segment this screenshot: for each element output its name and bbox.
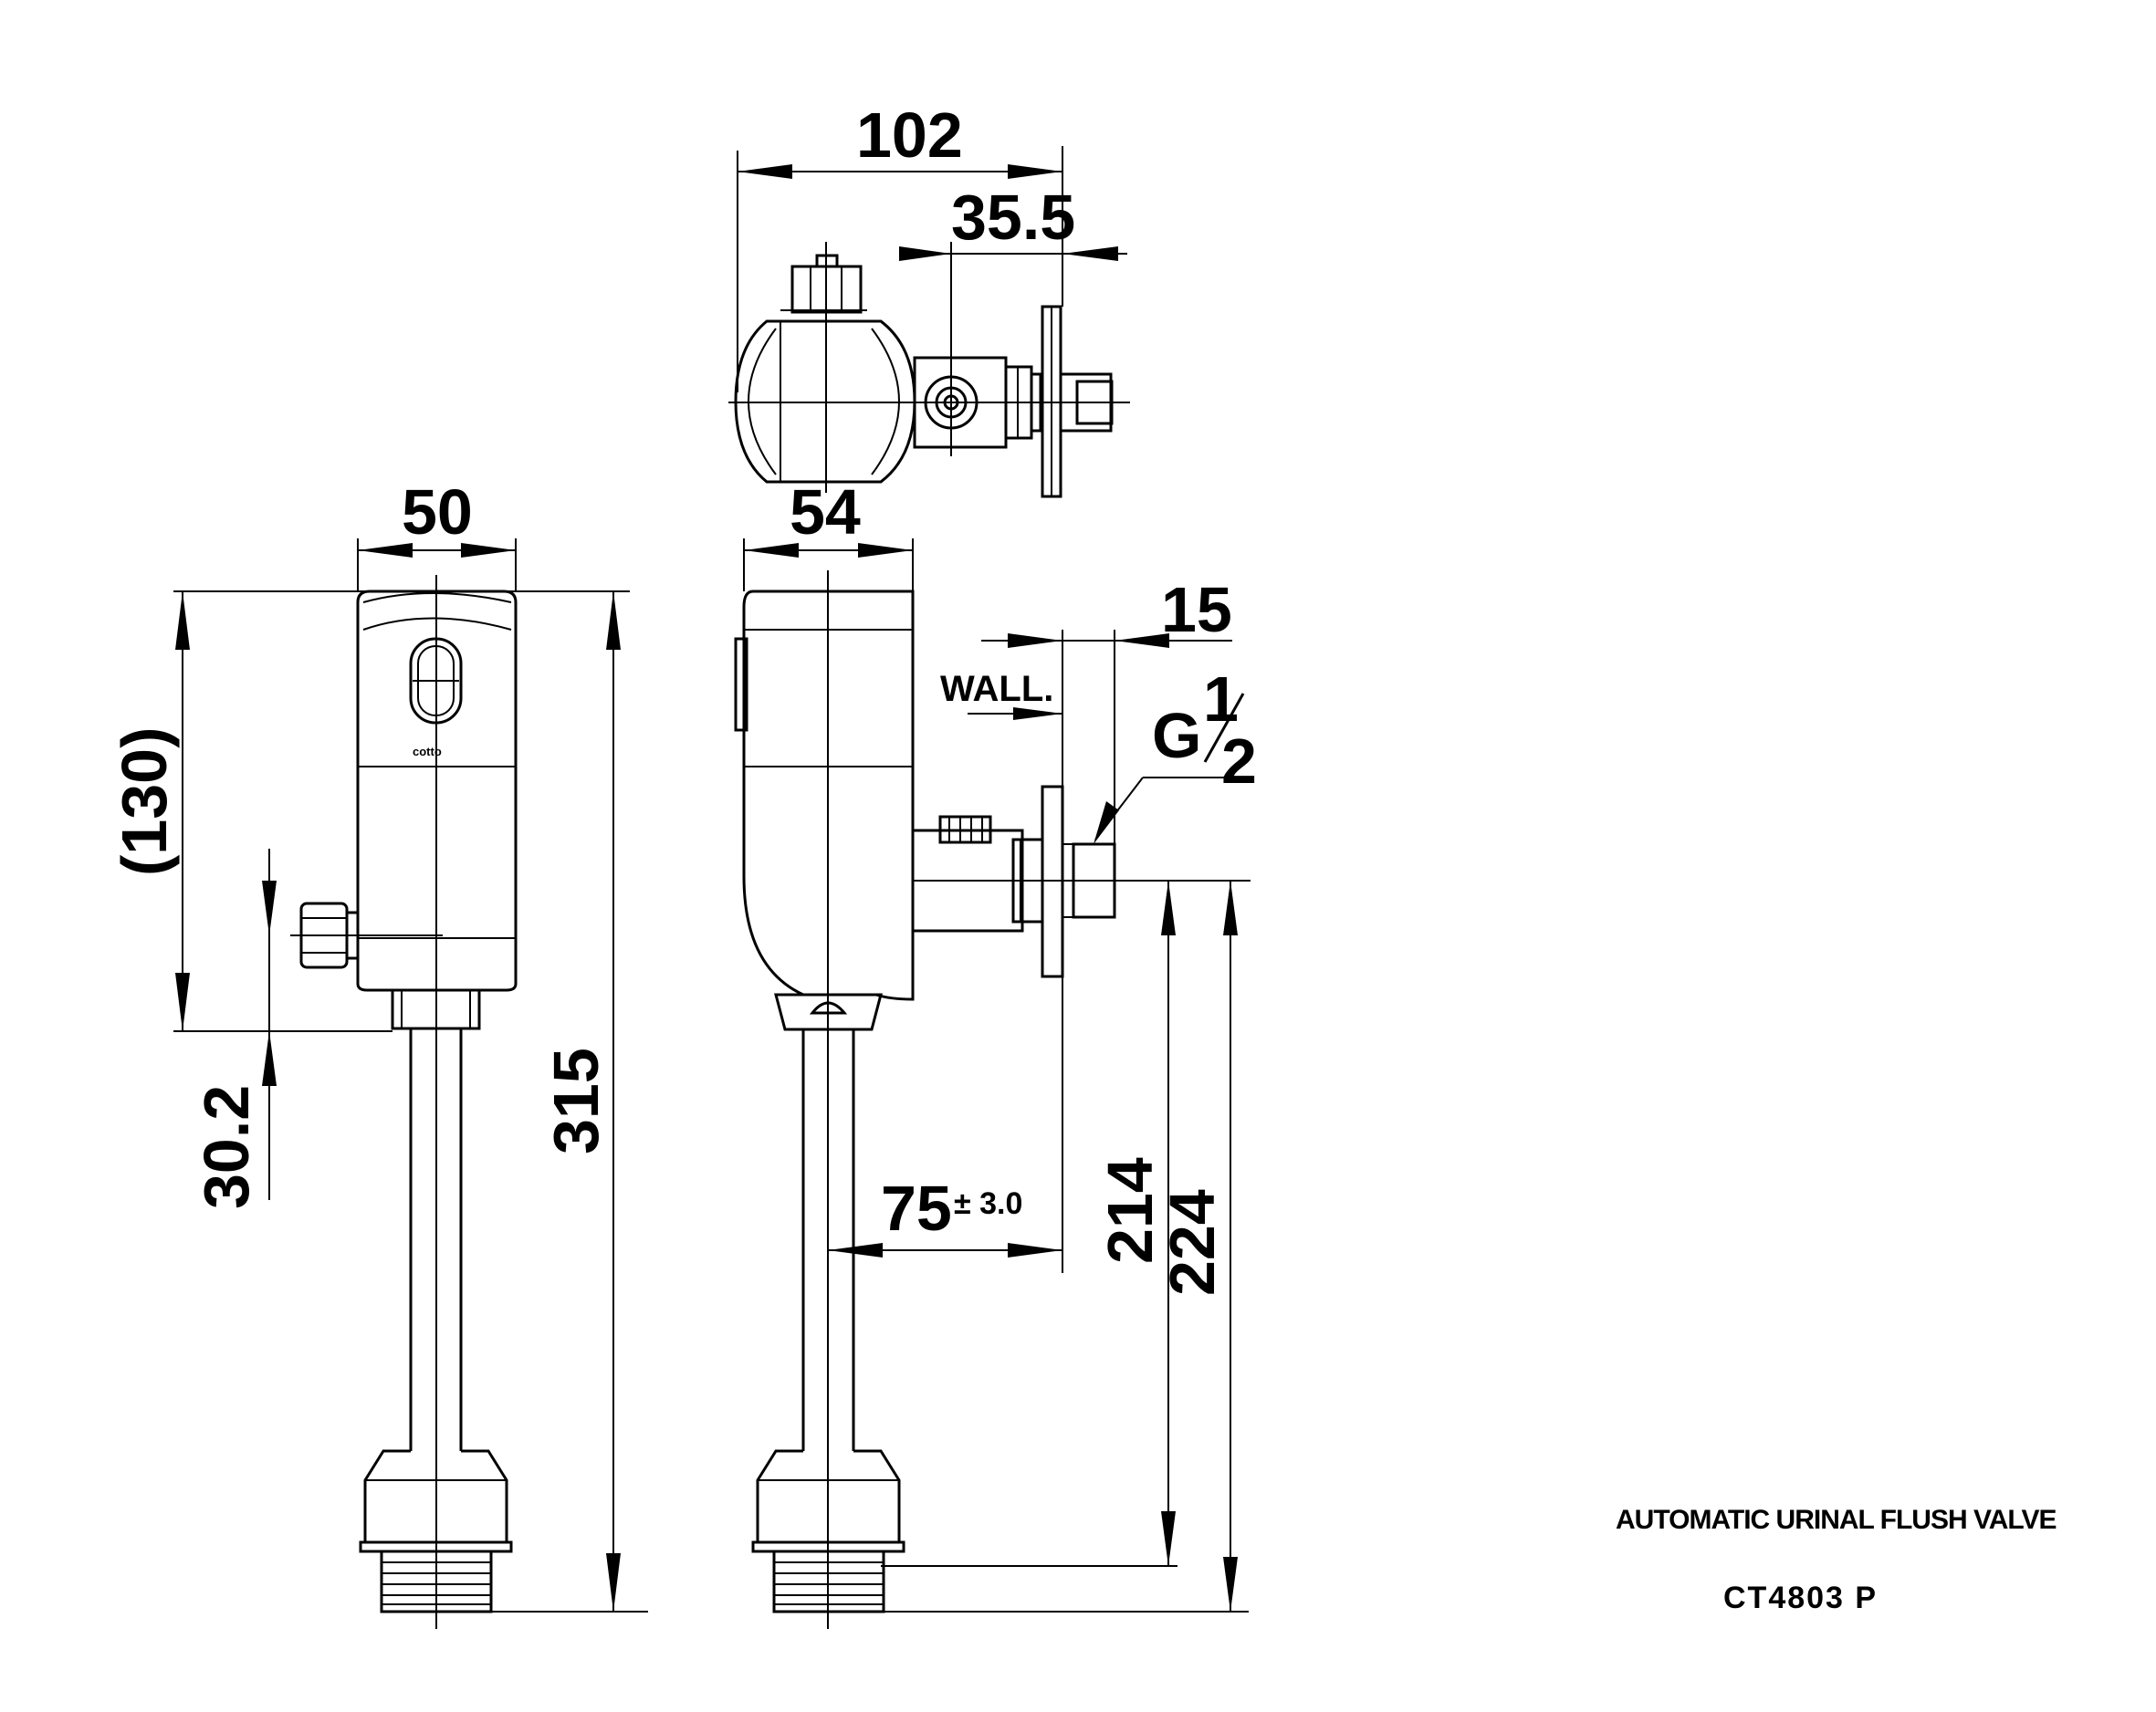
thread-g-label: G xyxy=(1152,700,1201,771)
dim-15: 15 xyxy=(1161,574,1232,645)
dim-102: 102 xyxy=(856,99,963,171)
dim-30-2: 30.2 xyxy=(191,1085,262,1209)
thread-fraction-den: 2 xyxy=(1221,726,1257,797)
dim-315: 315 xyxy=(540,1048,612,1154)
top-view: 102 35.5 xyxy=(728,99,1130,498)
dim-35-5: 35.5 xyxy=(951,182,1075,253)
front-view: cotto 50 xyxy=(109,476,648,1629)
model-number: CT4803 P xyxy=(1723,1581,1878,1615)
thread-fraction-num: 1 xyxy=(1203,663,1239,735)
dim-130: (130) xyxy=(109,727,180,876)
wall-label: WALL. xyxy=(940,669,1053,709)
side-view: 54 15 WALL. G 1 2 75 ± 3.0 214 xyxy=(734,476,1257,1629)
dim-50: 50 xyxy=(402,476,473,548)
dim-75: 75 xyxy=(881,1173,952,1244)
brand-logo: cotto xyxy=(413,745,442,758)
dim-54: 54 xyxy=(790,476,861,548)
product-name: AUTOMATIC URINAL FLUSH VALVE xyxy=(1616,1505,2057,1535)
dim-214: 214 xyxy=(1094,1157,1166,1264)
dim-224: 224 xyxy=(1156,1189,1228,1296)
title-block: AUTOMATIC URINAL FLUSH VALVE CT4803 P xyxy=(1616,1505,2057,1615)
dim-75-tolerance: ± 3.0 xyxy=(954,1186,1022,1221)
